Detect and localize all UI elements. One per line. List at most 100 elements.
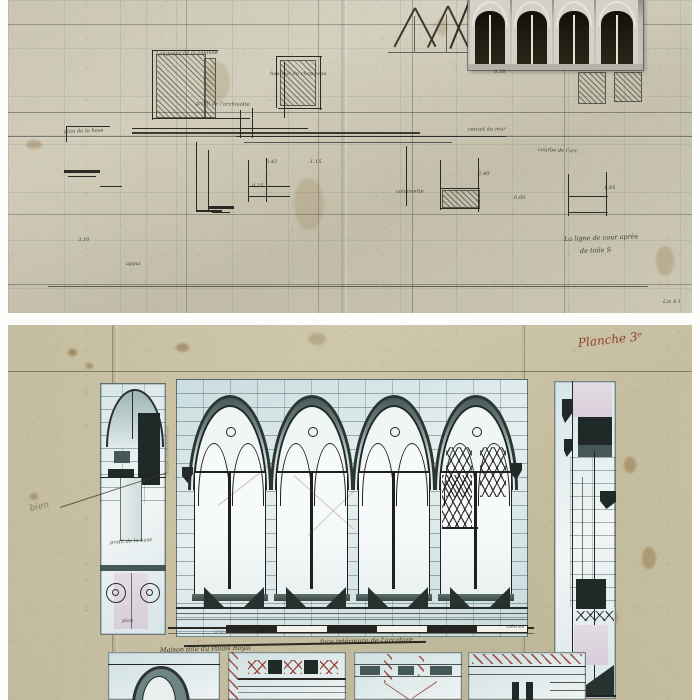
photo-window-bay xyxy=(512,0,552,70)
abacus xyxy=(108,469,134,477)
annotation-note-mid-right: retrait du mur xyxy=(467,126,506,133)
annotation-caption-bottom-right-2: de toile S xyxy=(579,245,612,255)
finial-stem xyxy=(414,16,415,52)
annotation-note-top-center: Longueur de la colonne xyxy=(155,49,219,57)
section-outline xyxy=(284,62,286,118)
corbel-profile xyxy=(564,439,573,457)
profile-stack xyxy=(248,160,250,202)
pier-block xyxy=(268,660,282,674)
tracery-trefoil xyxy=(308,427,318,437)
pier-block xyxy=(526,682,533,700)
annotation-sheet-mark: Lin 8 I xyxy=(663,299,681,305)
caption-underline xyxy=(184,640,426,648)
layout-rule xyxy=(8,136,692,137)
layout-rule xyxy=(412,0,413,313)
plan-outline xyxy=(568,212,608,214)
moulding-profile xyxy=(68,176,96,178)
transom-bar xyxy=(194,471,266,473)
plan-outline xyxy=(606,172,608,216)
central-mullion xyxy=(310,471,313,589)
foxing-stain xyxy=(86,363,93,369)
transom-bar xyxy=(440,471,512,473)
volute-left xyxy=(106,583,126,603)
vault-rib xyxy=(132,389,134,439)
corbel-bracket xyxy=(182,467,193,483)
layout-rule xyxy=(8,284,692,285)
annotation-note-col: colonnette xyxy=(395,188,424,195)
section-rule xyxy=(468,674,586,675)
foxing-stain xyxy=(204,62,230,102)
window-sill xyxy=(192,594,268,601)
section-rule xyxy=(550,682,586,684)
top-guide-rule xyxy=(8,371,692,372)
section-right-jamb xyxy=(554,381,616,699)
leaded-glazing-lower xyxy=(442,475,472,527)
hatched-masonry-block xyxy=(578,72,606,104)
small-plate-2-pier-plan xyxy=(228,652,346,700)
foxing-stain xyxy=(176,343,189,352)
central-mullion xyxy=(474,471,477,589)
shaft xyxy=(120,477,142,541)
photo-mullion xyxy=(489,15,491,70)
photo-base-course xyxy=(468,64,643,70)
photo-window-bay xyxy=(470,0,510,70)
photo-mullion xyxy=(573,15,575,70)
tracery-trefoil xyxy=(226,427,236,437)
small-plate-4-vault-section xyxy=(468,652,586,700)
floor-line-2 xyxy=(168,633,534,634)
foxing-stain xyxy=(26,140,42,149)
red-hatched-vault xyxy=(472,654,582,664)
hatched-masonry-block xyxy=(614,72,642,102)
plan-outline xyxy=(152,50,154,120)
central-mullion xyxy=(392,471,395,589)
detail-bracket xyxy=(66,126,68,142)
transom-bar xyxy=(358,471,430,473)
jamb-line xyxy=(572,381,574,699)
plate-label: Planche 3ᵉ xyxy=(577,329,643,350)
section-rule xyxy=(100,477,166,479)
sill-shadow xyxy=(576,579,606,609)
finial-stem xyxy=(446,14,447,52)
jamb-line xyxy=(582,477,583,607)
red-crosshatch-pier xyxy=(284,660,302,674)
plan-rule xyxy=(238,686,346,687)
dimension-line xyxy=(244,142,452,143)
dimension-figure: 1,85 xyxy=(604,185,616,191)
window-sill xyxy=(356,594,432,601)
plan-outline xyxy=(440,208,480,210)
plinth-rule xyxy=(176,613,528,614)
plan-outline xyxy=(440,160,442,210)
layout-rule xyxy=(8,112,692,113)
tick-row xyxy=(48,286,648,287)
dimension-figure: 0,60 xyxy=(514,195,526,201)
plan-outline xyxy=(568,174,570,216)
layout-rule xyxy=(318,0,319,313)
foxing-stain xyxy=(68,349,77,356)
annotation-note-mid-center: profil de l'archivolte xyxy=(195,101,250,108)
plan-outline xyxy=(278,108,322,110)
layout-rule xyxy=(186,0,187,313)
corbel-profile xyxy=(562,399,572,423)
red-hatched-wall-left xyxy=(228,652,238,700)
plan-outline xyxy=(478,158,480,212)
foxing-stain xyxy=(30,493,38,500)
hatched-masonry-block xyxy=(156,54,206,118)
graphic-scale-bar xyxy=(226,625,528,633)
transom-bar-lower xyxy=(442,527,478,529)
section-outline xyxy=(196,142,198,212)
plate-bottom-elevation: Planche 3ᵉ profil de la base plan xyxy=(8,325,692,700)
hatched-masonry-block xyxy=(442,190,480,208)
dimension-figure: 2,40 xyxy=(478,171,490,177)
base-band xyxy=(100,565,166,571)
detail-block xyxy=(430,666,452,675)
foxing-stain xyxy=(624,457,636,473)
foxing-stain xyxy=(436,18,448,36)
window-bay-1 xyxy=(182,395,272,601)
scale-segment xyxy=(427,626,477,632)
annotation-note-top-right: hauteur du chapiteau xyxy=(270,71,327,77)
annotation-bien: bien xyxy=(28,500,51,514)
vault-springing-shadow xyxy=(578,417,612,445)
plan-outline xyxy=(440,188,480,190)
photo-mullion xyxy=(616,15,618,70)
